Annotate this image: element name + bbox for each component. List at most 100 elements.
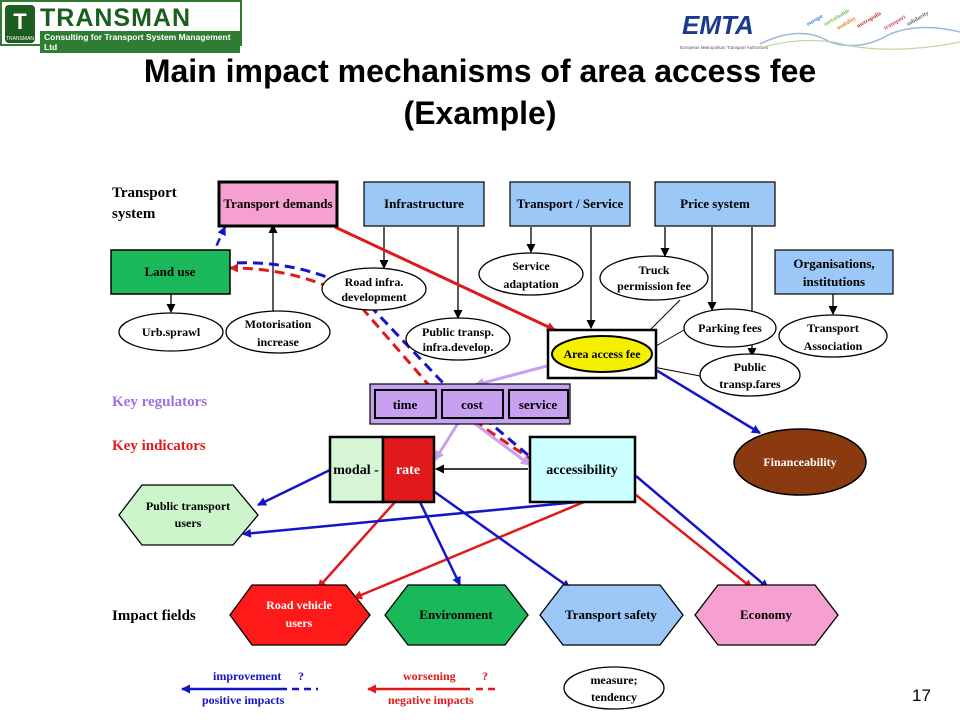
box-organisations-label-1: Organisations, [793,256,874,271]
label-transport-system-1: Transport [112,185,177,201]
title-line-1: Main impact mechanisms of area access fe… [143,53,817,89]
financeability-label: Financeability [763,455,836,469]
ellipse-road-infra [321,267,427,311]
label-transport-system-2: system [112,206,156,222]
ellipse-public-fares-label-1: Public [734,360,767,374]
legend-measure-2: tendency [591,690,637,704]
arrow-access-to-economy-blue [635,475,769,589]
label-impact-fields: Impact fields [112,608,196,624]
box-price-system-label: Price system [680,196,750,211]
legend-worsening-q: ? [482,669,488,683]
label-key-indicators: Key indicators [112,438,206,454]
box-organisations-label-2: institutions [803,274,865,289]
ellipse-service-adaptation-label-2: adaptation [503,277,559,291]
arrow-modal-to-pt-users [257,468,331,507]
ellipse-transport-association [778,314,888,358]
ellipse-transport-association-label-1: Transport [807,321,859,335]
indicator-accessibility [528,435,637,504]
ellipse-area-access-fee [551,335,653,373]
hex-public-transport-users [118,484,259,546]
arrow-access-to-pt-users [242,500,579,538]
box-infrastructure [363,181,485,227]
arrow-dashed-blue-to-landuse [231,261,529,457]
legend-improvement: improvement [213,669,281,683]
hex-public-transport-users-label-1: Public transport [146,499,230,513]
ellipse-parking-fees [683,308,777,348]
regulator-cost [441,389,504,419]
legend-improvement-q: ? [298,669,304,683]
emta-subtitle: European Metropolitan Transport Authorit… [680,45,769,50]
ellipse-motorisation-label-2: increase [257,335,299,349]
ellipse-motorisation [225,310,331,354]
legend-positive-impacts: positive impacts [202,693,285,707]
arrow-fee-to-financeability [655,368,761,435]
box-transport-service [509,181,631,227]
emta-name: EMTA [682,10,754,40]
ellipse-truck-fee [599,255,709,301]
box-organisations [774,249,894,295]
title-line-2: (Example) [403,95,557,131]
ellipse-truck-fee-label-1: Truck [638,263,669,277]
slide-title: Main impact mechanisms of area access fe… [0,50,960,134]
ellipse-public-fares-label-2: transp.fares [719,377,781,391]
transman-name: TRANSMAN [40,4,192,32]
box-transport-demands [217,180,339,228]
ellipse-public-infra-label-2: infra.develop. [423,340,494,354]
indicator-rate-label: rate [396,463,420,478]
legend-measure-ellipse [563,666,665,710]
ellipse-service-adaptation-label-1: Service [512,259,550,273]
box-transport-service-label: Transport / Service [517,196,624,211]
arrow-regulators-to-accessibility [469,418,531,467]
transman-tagline: Consulting for Transport System Manageme… [40,31,240,53]
hex-road-vehicle-users [229,584,371,646]
regulator-service-label: service [519,397,557,412]
box-land-use-label: Land use [145,264,196,279]
box-infrastructure-label: Infrastructure [384,196,464,211]
arrow-access-to-economy-red [635,494,753,589]
ellipse-public-fares [699,353,801,397]
regulator-time-label: time [393,397,418,412]
hex-economy [694,584,839,646]
line-fee-parking [655,329,685,347]
ellipse-urb-sprawl-label: Urb.sprawl [142,325,201,339]
transman-emblem: T TRANSMAN [5,5,35,43]
hex-transport-safety-label: Transport safety [565,607,657,622]
legend-measure-1: measure; [590,673,637,687]
box-price-system [654,181,776,227]
area-access-fee-label: Area access fee [563,347,641,361]
box-land-use [110,249,231,295]
arrow-demands-to-fee [334,225,556,332]
ellipse-parking-fees-label: Parking fees [698,321,762,335]
legend-worsening: worsening [403,669,456,683]
emta-logo: EMTA European Metropolitan Transport Aut… [660,4,960,54]
legend-negative-impacts: negative impacts [388,693,474,707]
indicator-modal [328,435,385,504]
ellipse-transport-association-label-2: Association [804,339,863,353]
hex-road-vehicle-users-label-1: Road vehicle [266,598,332,612]
arrow-rate-to-environment [418,501,462,586]
transman-logo: T TRANSMAN TRANSMAN Consulting for Trans… [0,0,242,53]
label-key-regulators: Key regulators [112,394,207,410]
emta-banner-graphic: europe sustainable mobility metropolis t… [759,8,960,50]
ellipse-public-infra-label-1: Public transp. [422,325,494,339]
ellipse-road-infra-label-1: Road infra. [345,275,404,289]
arrow-access-to-road-users [353,500,585,600]
arrow-regulators-to-modal [433,419,462,461]
regulator-service [508,389,569,419]
arrow-rate-to-road-users [317,501,396,589]
hex-environment [384,584,529,646]
regulator-time [374,389,437,419]
ellipse-public-infra [405,317,511,361]
hex-public-transport-users-label-2: users [175,516,202,530]
hex-economy-label: Economy [740,607,793,622]
page-number: 17 [912,686,931,705]
regulator-cost-label: cost [461,397,483,412]
transman-emblem-text: TRANSMAN [5,36,35,42]
hex-road-vehicle-users-label-2: users [286,616,313,630]
ellipse-road-infra-label-2: development [341,290,406,304]
legend: improvement ? positive impacts worsening… [181,666,665,710]
ellipse-motorisation-label-1: Motorisation [245,317,312,331]
arrow-rate-to-safety [431,488,571,590]
hex-transport-safety [539,584,684,646]
